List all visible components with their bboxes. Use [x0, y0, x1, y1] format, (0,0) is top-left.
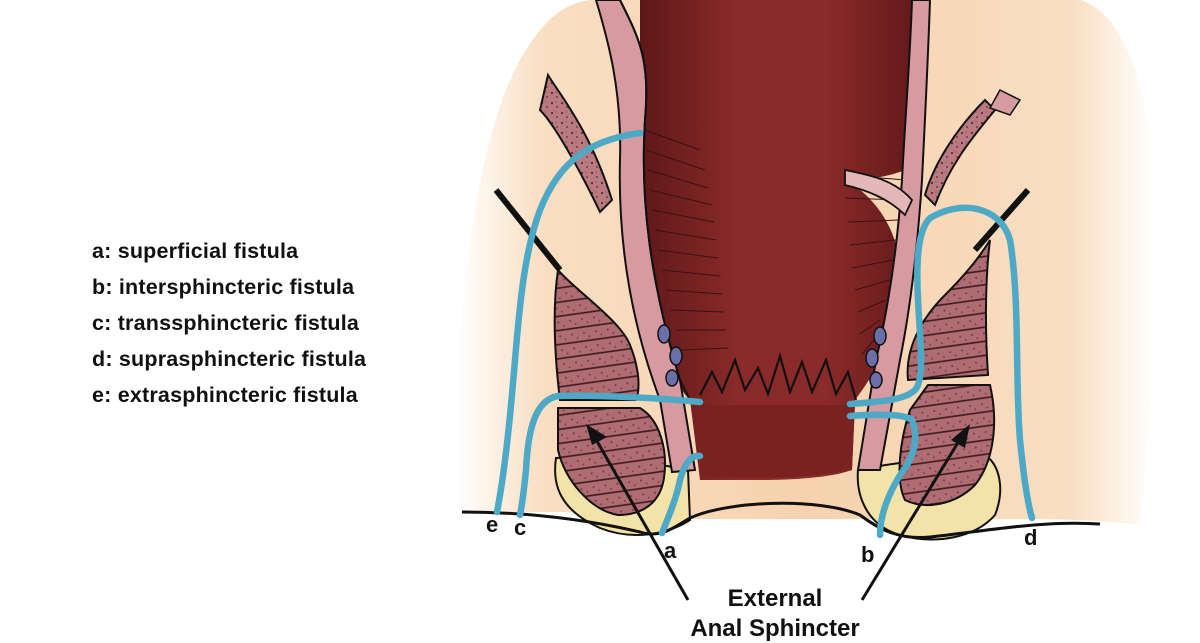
right-sphincter-arrow-shaft [860, 435, 964, 601]
label-c: c [514, 515, 526, 540]
right-external-sphincter-superficial [898, 384, 996, 506]
right-longitudinal-muscle [856, 0, 932, 471]
label-a: a [664, 538, 677, 563]
fistula-tract-b [846, 411, 919, 539]
fistula-tract-e [493, 129, 644, 516]
label-b: b [861, 542, 874, 567]
fistula-tract-d [846, 204, 1036, 522]
left-internal-sphincter [657, 324, 683, 387]
label-d: d [1024, 525, 1037, 550]
fistula-tract-c [516, 392, 704, 519]
right-sphincter-arrowhead [951, 424, 970, 448]
right-levator-ani [923, 98, 997, 207]
right-external-sphincter-deep [906, 239, 991, 382]
sphincter-caption-line2: Anal Sphincter [690, 615, 859, 642]
left-levator-ani [538, 72, 614, 214]
anal-canal-lower [700, 405, 855, 478]
left-rectal-wall [644, 129, 729, 351]
right-peritoneal-fold [844, 168, 914, 217]
rectal-lumen [640, 0, 925, 480]
fistula-tract-a [658, 452, 704, 537]
legend-item-a: a: superficial fistula [92, 239, 299, 263]
legend-item-d: d: suprasphincteric fistula [92, 347, 367, 371]
left-mucosa [619, 0, 691, 401]
legend-item-c: c: transsphincteric fistula [92, 311, 360, 335]
left-external-sphincter-deep [553, 267, 640, 401]
fistula-legend: a: superficial fistula b: intersphincter… [92, 233, 366, 413]
right-internal-sphincter [865, 326, 887, 389]
sphincter-caption-line1: External [728, 585, 823, 612]
legend-item-e: e: extrasphincteric fistula [92, 383, 358, 407]
left-sphincter-arrow-shaft [592, 435, 690, 601]
dentate-line-folds [699, 352, 858, 401]
left-external-sphincter-superficial [557, 407, 666, 517]
sphincter-arrows [586, 424, 970, 601]
perineal-skin-line [461, 501, 1101, 540]
left-sphincter-arrowhead [586, 424, 607, 445]
label-e: e [486, 512, 498, 537]
legend-item-b: b: intersphincteric fistula [92, 275, 355, 299]
left-levator-line [493, 188, 563, 272]
right-levator-upper [988, 89, 1022, 116]
